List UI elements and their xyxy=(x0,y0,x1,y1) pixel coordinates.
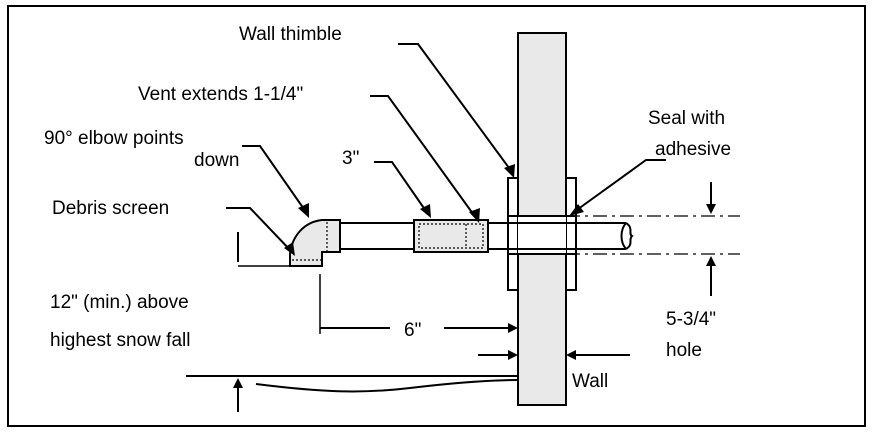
label-three-inch: 3" xyxy=(342,148,359,169)
label-above-line1: 12" (min.) above xyxy=(50,292,189,313)
label-six-inch: 6" xyxy=(404,320,421,341)
wall-arrowhead-left xyxy=(508,350,518,360)
leader-vent-extends xyxy=(370,95,477,219)
six-arrowhead xyxy=(508,323,518,333)
hole-arrowhead-bottom xyxy=(706,256,716,266)
label-above-line2: highest snow fall xyxy=(50,330,190,351)
leader-debris-arrow xyxy=(284,242,295,256)
hole-arrowhead-top xyxy=(706,204,716,214)
thimble-flange-left xyxy=(507,177,519,291)
ground-line xyxy=(255,379,519,393)
label-elbow-line2: down xyxy=(194,150,239,171)
pipe-break xyxy=(625,222,634,250)
wall-arrowhead-right xyxy=(566,350,576,360)
label-vent-extends: Vent extends 1-1/4" xyxy=(138,84,303,105)
snow-arrowhead-bottom xyxy=(233,378,243,388)
thimble-flange-right xyxy=(565,177,577,291)
leader-seal-arrow xyxy=(569,204,584,216)
leader-three-inch xyxy=(374,161,429,215)
label-wall: Wall xyxy=(572,371,608,392)
leader-elbow-arrow xyxy=(298,203,309,218)
vent-coupler xyxy=(413,219,489,253)
leader-seal xyxy=(573,159,666,213)
label-elbow-line1: 90° elbow points xyxy=(44,128,184,149)
coupler-inner xyxy=(418,223,484,249)
label-debris-screen: Debris screen xyxy=(52,198,169,219)
leader-wall-thimble-arrow xyxy=(504,164,515,178)
label-wall-thimble: Wall thimble xyxy=(239,24,342,45)
leader-debris xyxy=(226,207,293,253)
leader-three-inch-arrow xyxy=(420,204,431,218)
label-seal-line1: Seal with xyxy=(648,108,725,129)
label-hole-line1: 5-3/4" xyxy=(666,309,716,330)
leader-wall-thimble xyxy=(398,43,513,173)
leader-elbow xyxy=(242,145,307,213)
label-hole-line2: hole xyxy=(666,340,702,361)
pipe-break-inner xyxy=(620,222,627,250)
label-seal-line2: adhesive xyxy=(655,139,731,160)
leader-vent-extends-arrow xyxy=(469,208,480,223)
